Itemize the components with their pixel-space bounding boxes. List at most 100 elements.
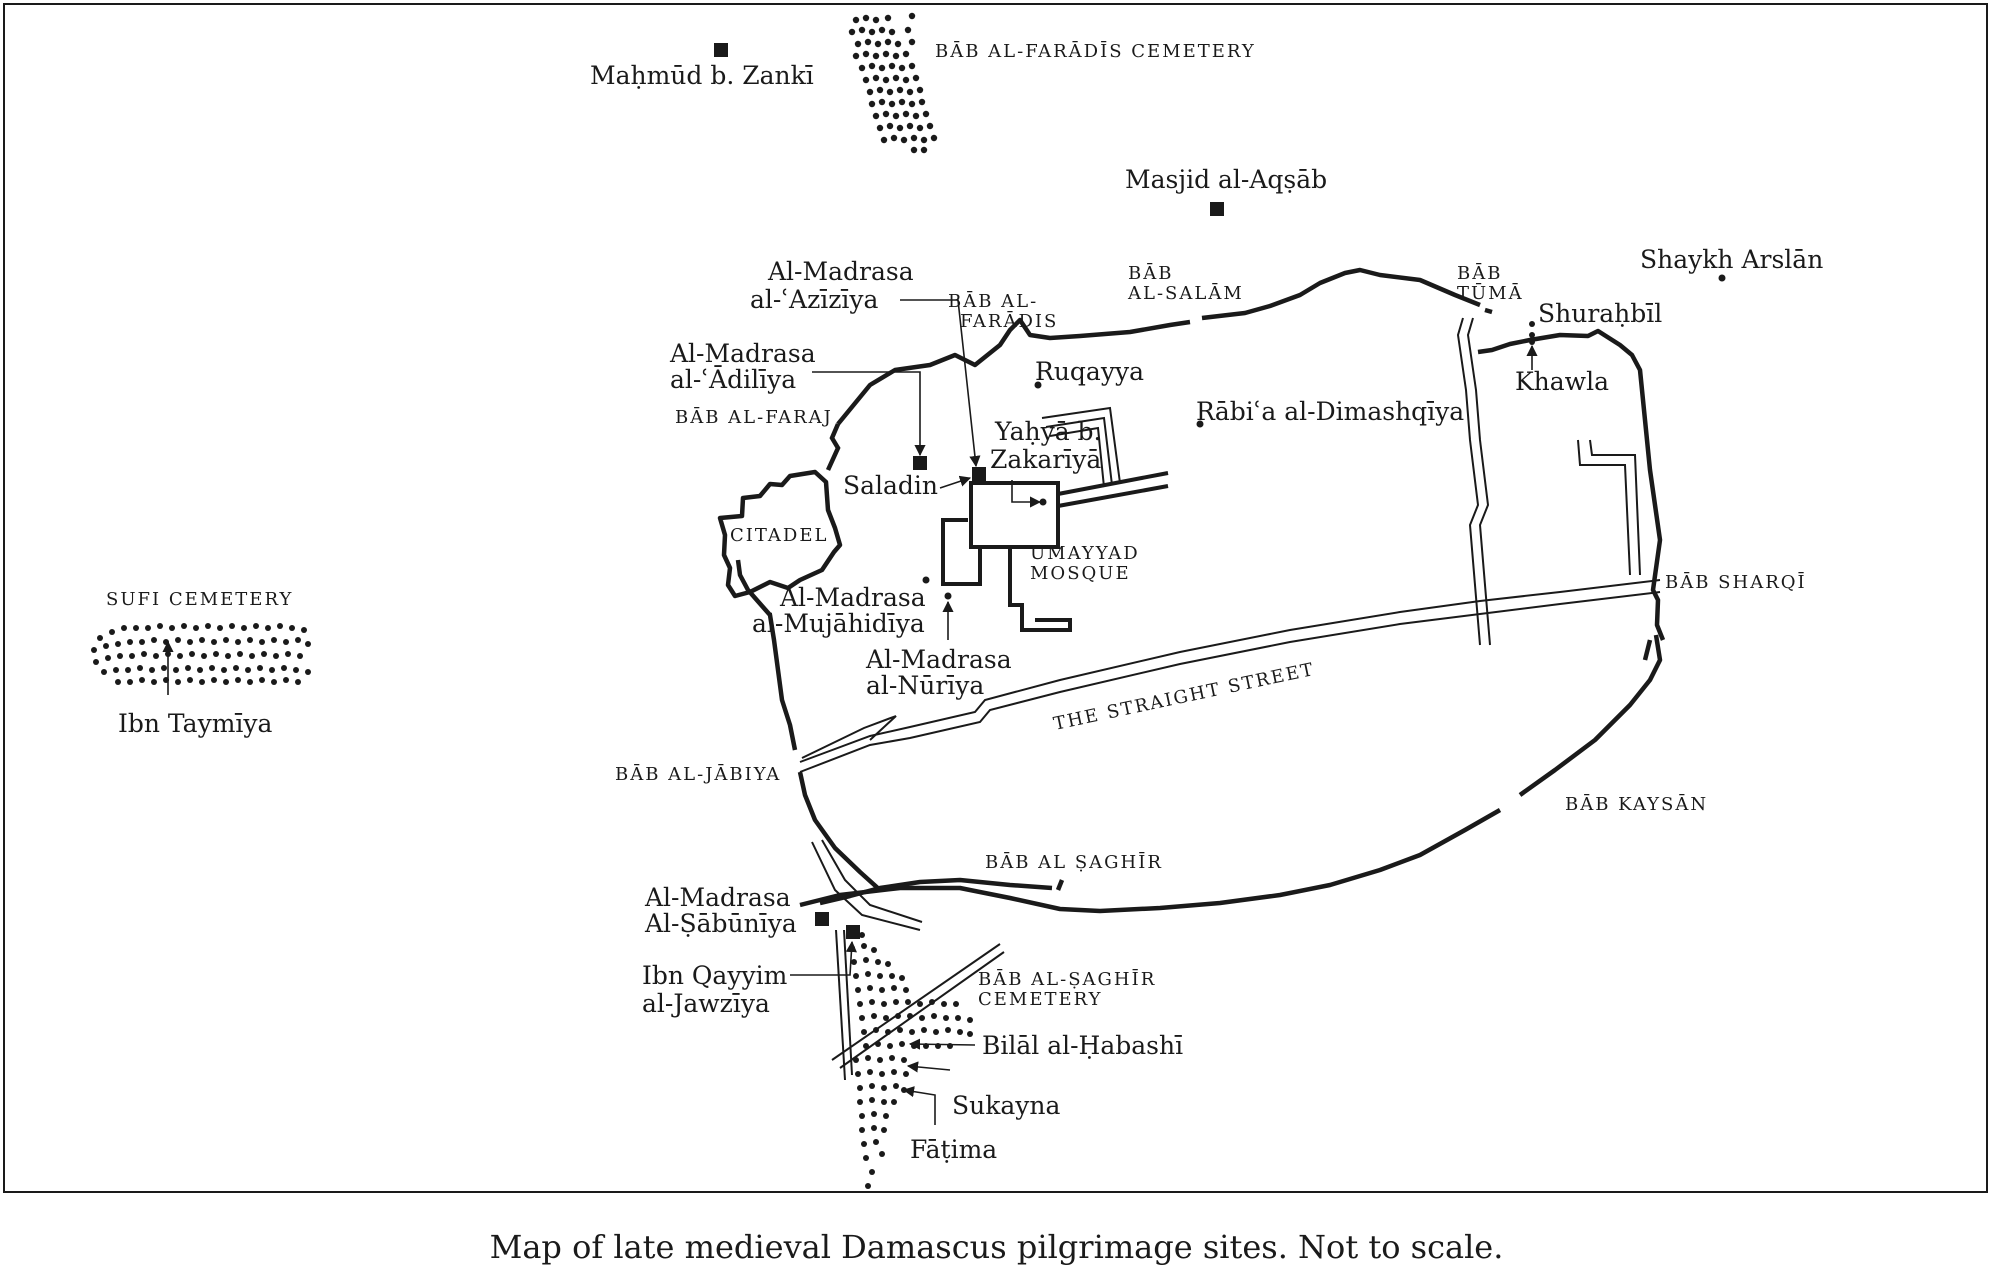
wall-south-west [797, 771, 882, 892]
label-umayyad-2: MOSQUE [1030, 563, 1131, 584]
label-faradis-cemetery: BĀB AL-FARĀDĪS CEMETERY [935, 41, 1256, 62]
label-aziziya-2: al-ʿAzīzīya [750, 285, 879, 314]
marker-ibn-qayyim [846, 925, 860, 939]
label-bab-tuma-1: BĀB [1457, 263, 1503, 284]
cemetery-sufi [91, 623, 311, 685]
label-aziziya-1: Al-Madrasa [768, 257, 914, 286]
wall-south [819, 877, 1053, 906]
wall-saghir-tick [1055, 879, 1065, 891]
label-yahya-1: Yaḥyā b. [995, 417, 1102, 446]
label-adiliya-2: al-ʿĀdilīya [670, 365, 797, 394]
label-ibn-taymiya: Ibn Taymīya [118, 709, 273, 738]
road-south-2 [821, 839, 923, 923]
label-bab-faraj: BĀB AL-FARAJ [675, 407, 833, 428]
marker-nuriya [944, 592, 952, 600]
road-sabuniya-1 [835, 929, 846, 1081]
label-yahya-2: Zakarīyā [990, 445, 1102, 474]
straight-street-1 [799, 579, 1661, 763]
site-markers [714, 43, 1726, 939]
street-tuma-2 [1466, 317, 1491, 646]
label-bab-salam-2: AL-SALĀM [1128, 283, 1244, 304]
label-adiliya-1: Al-Madrasa [670, 339, 816, 368]
leader-saladin [939, 475, 972, 489]
label-citadel: CITADEL [730, 525, 829, 546]
marker-yahya [1039, 498, 1047, 506]
label-shurahbil: Shuraḥbīl [1538, 299, 1663, 328]
label-bab-faradis-1: BĀB AL- [948, 291, 1039, 312]
label-sabuniya-1: Al-Madrasa [645, 883, 791, 912]
label-mujahidiya-1: Al-Madrasa [780, 583, 926, 612]
street-tuma-1 [1456, 317, 1481, 646]
label-saghir-cemetery-2: CEMETERY [978, 989, 1103, 1010]
wall-south-east-2 [799, 808, 1502, 914]
label-sukayna: Sukayna [952, 1091, 1061, 1120]
label-mahmud: Maḥmūd b. Zankī [590, 61, 814, 90]
road-diagonal-1 [831, 943, 1001, 1061]
label-sabuniya-2: Al-Ṣābūnīya [645, 909, 797, 938]
marker-aziziya [972, 467, 986, 481]
leader-bilal [908, 1038, 976, 1050]
marker-saladin [913, 456, 927, 470]
wall-north-east [1201, 267, 1481, 321]
wall-south-east [1518, 634, 1663, 797]
marker-mujahidiya [922, 576, 930, 584]
umayyad-mosque [941, 471, 1169, 632]
straight-street-2 [799, 591, 1661, 773]
mosque-east-wall-1 [1057, 471, 1169, 496]
label-bab-tuma-2: TŪMĀ [1457, 283, 1524, 304]
label-nuriya-1: Al-Madrasa [866, 645, 1012, 674]
label-bab-kaysan: BĀB KAYSĀN [1565, 794, 1709, 815]
wall-citadel-link [825, 423, 841, 471]
cemetery-faradis [848, 12, 938, 154]
marker-rabia [1196, 420, 1204, 428]
label-bilal: Bilāl al-Ḥabashī [982, 1031, 1184, 1060]
leader-yahya [1011, 480, 1042, 508]
label-saghir-cemetery-1: BĀB AL-ṢAGHĪR [978, 969, 1157, 990]
wall-tuma-stub [1484, 307, 1493, 315]
marker-khawla-1 [1529, 332, 1535, 338]
label-rabia: Rābiʿa al-Dimashqīya [1196, 397, 1465, 426]
marker-arslan [1718, 274, 1726, 282]
streets [799, 317, 1661, 1081]
label-ibn-qayyim-1: Ibn Qayyim [642, 961, 788, 990]
leader-aziziya [900, 299, 981, 468]
label-khawla: Khawla [1515, 367, 1609, 396]
leader-adiliya [812, 371, 926, 457]
label-umayyad-1: UMAYYAD [1030, 543, 1140, 564]
map-frame [3, 3, 1988, 1193]
marker-mahmud [714, 43, 728, 57]
street-east-2 [1589, 439, 1641, 576]
road-south-1 [811, 841, 921, 931]
label-ruqayya: Ruqayya [1035, 357, 1144, 386]
mosque-south-annex [1008, 547, 1072, 632]
street-east-1 [1577, 439, 1631, 576]
mosque-west-annex [941, 518, 982, 586]
cemetery-saghir [849, 932, 973, 1189]
mosque-courtyard-lines [1041, 406, 1121, 488]
label-bab-saghir: BĀB AL ṢAGHĪR [985, 852, 1163, 873]
wall-east-tick [1642, 639, 1653, 661]
label-ibn-qayyim-2: al-Jawzīya [642, 989, 770, 1018]
mosque-main [969, 481, 1060, 549]
label-bab-faradis-2: FARĀDIS [960, 311, 1059, 332]
label-straight-street: THE STRAIGHT STREET [1052, 659, 1317, 735]
label-mujahidiya-2: al-Mujāhidīya [752, 609, 925, 638]
street-jabiya-fork [801, 715, 897, 759]
wall-west [735, 559, 798, 751]
road-sabuniya-2 [843, 929, 853, 1076]
label-aqsab: Masjid al-Aqṣāb [1125, 165, 1328, 194]
map-caption: Map of late medieval Damascus pilgrimage… [489, 1228, 1504, 1266]
marker-khawla-2 [1529, 339, 1535, 345]
wall-north-west [836, 317, 1191, 426]
label-bab-jabiya: BĀB AL-JĀBIYA [615, 764, 782, 785]
label-bab-sharqi: BĀB SHARQĪ [1665, 572, 1807, 593]
mosque-east-wall-2 [1057, 484, 1169, 508]
label-sufi-cemetery: SUFI CEMETERY [106, 589, 294, 610]
leader-fatima [902, 1086, 936, 1125]
leader-sukayna [906, 1061, 951, 1073]
label-saladin: Saladin [843, 471, 939, 500]
leader-ibn-qayyim [790, 940, 857, 976]
marker-shurahbil [1529, 321, 1535, 327]
label-nuriya-2: al-Nūrīya [866, 671, 985, 700]
